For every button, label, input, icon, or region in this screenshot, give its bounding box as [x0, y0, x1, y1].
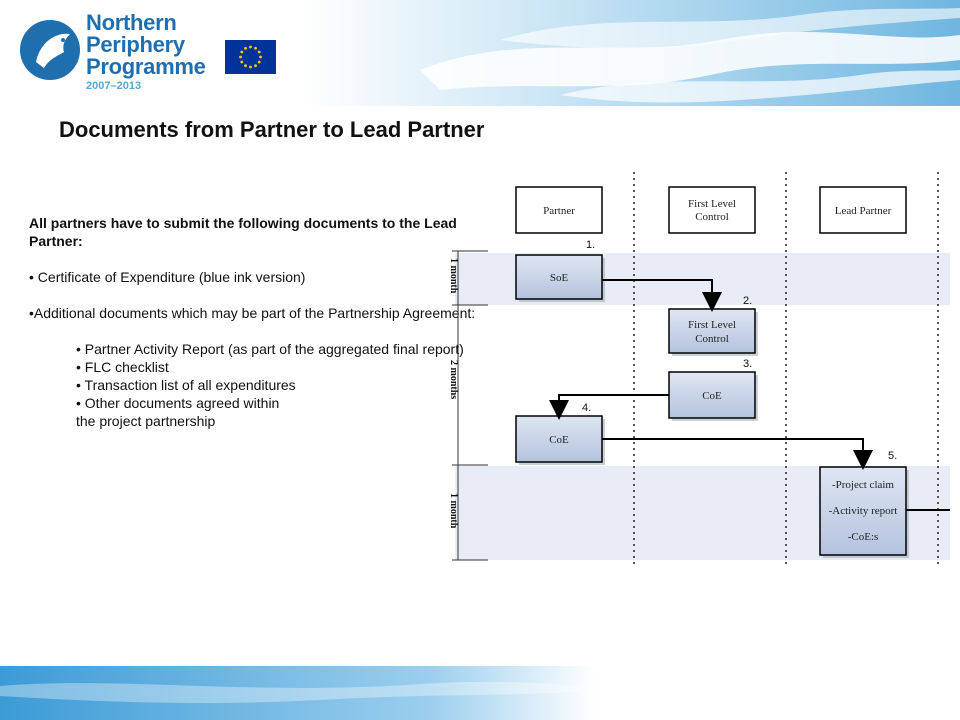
process-diagram: 1 month 2 months 1 month Partner First L… — [448, 172, 950, 564]
list-item: • FLC checklist — [76, 359, 169, 375]
box-soe-label: SoE — [550, 272, 569, 284]
list-item: the project partnership — [76, 413, 216, 429]
box-lead-partner-documents: -Project claim -Activity report -CoE:s — [819, 466, 909, 558]
phase-ruler — [452, 250, 488, 561]
logo-line-2: Periphery — [86, 32, 185, 57]
phase-label-3: 1 month — [448, 493, 459, 529]
phase-label-2: 2 months — [448, 360, 459, 399]
box-coe-flc-label: CoE — [702, 390, 722, 402]
step-label-1: 1. — [586, 239, 595, 251]
bullet-certificate: • Certificate of Expenditure (blue ink v… — [29, 269, 306, 285]
arrow-soe-to-flc — [602, 279, 722, 312]
column-header-lead-partner: Lead Partner — [819, 186, 907, 234]
box-coe-flc: CoE — [668, 371, 758, 421]
header-wave-decoration — [300, 0, 960, 106]
programme-logo-text: Northern Periphery Programme 2007–2013 — [86, 12, 206, 93]
slide-title: Documents from Partner to Lead Partner — [59, 117, 485, 142]
box-coe-partner: CoE — [515, 415, 605, 465]
box-soe: SoE — [515, 254, 605, 302]
dove-logo-icon — [20, 20, 80, 80]
step-label-4: 4. — [582, 402, 591, 414]
list-item: • Transaction list of all expenditures — [76, 377, 296, 393]
additional-documents-list: • Partner Activity Report (as part of th… — [29, 340, 479, 430]
list-item: • Partner Activity Report (as part of th… — [76, 341, 464, 357]
column-header-partner: Partner — [515, 186, 603, 234]
arrow-coe-to-partner — [549, 394, 669, 420]
box-coe-partner-label: CoE — [549, 434, 569, 446]
body-text: All partners have to submit the followin… — [29, 214, 479, 430]
step-label-5: 5. — [888, 450, 897, 462]
footer-band — [0, 666, 960, 720]
flow-arrows — [549, 279, 950, 511]
lead-doc-coes: -CoE:s — [848, 531, 879, 543]
box-flc: First Level Control — [668, 308, 758, 356]
column-header-lead-partner-label: Lead Partner — [835, 205, 892, 217]
step-label-3: 3. — [743, 358, 752, 370]
column-header-partner-label: Partner — [543, 205, 575, 217]
header-band: Northern Periphery Programme 2007–2013 — [0, 0, 960, 106]
arrow-partner-to-lead — [602, 438, 873, 470]
column-header-flc-label-1: First Level — [688, 198, 736, 210]
step-label-2: 2. — [743, 295, 752, 307]
bullet-additional-documents: •Additional documents which may be part … — [29, 305, 476, 321]
list-item: • Other documents agreed within — [76, 395, 280, 411]
column-header-flc-label-2: Control — [695, 211, 729, 223]
logo-line-1: Northern — [86, 10, 177, 35]
box-flc-label-1: First Level — [688, 319, 736, 331]
logo-years: 2007–2013 — [86, 80, 142, 92]
lead-doc-activity-report: -Activity report — [829, 505, 898, 517]
logo-line-3: Programme — [86, 54, 206, 79]
lead-doc-project-claim: -Project claim — [832, 479, 894, 491]
box-flc-label-2: Control — [695, 333, 729, 345]
column-header-flc: First Level Control — [668, 186, 756, 234]
eu-flag-icon — [225, 40, 276, 74]
intro-text: All partners have to submit the followin… — [29, 215, 457, 249]
phase-label-1: 1 month — [448, 258, 459, 294]
